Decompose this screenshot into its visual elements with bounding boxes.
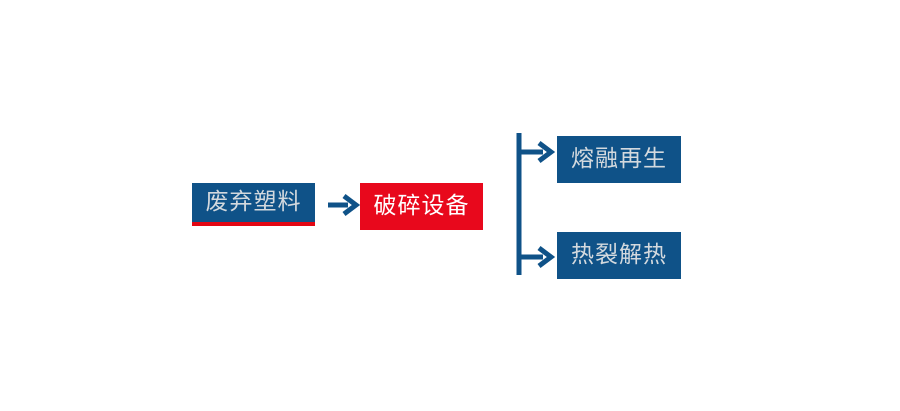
- node-crushing-equipment[interactable]: 破碎设备: [360, 183, 483, 230]
- branch-split-arrow-icon: [516, 133, 556, 275]
- node-pyrolysis[interactable]: 热裂解热: [557, 232, 681, 279]
- node-melt-regeneration[interactable]: 熔融再生: [557, 136, 681, 183]
- node-pyrolysis-label: 热裂解热: [571, 242, 667, 268]
- arrow-right-icon: [328, 194, 361, 216]
- node-waste-plastic-label: 废弃塑料: [205, 189, 302, 215]
- node-waste-plastic[interactable]: 废弃塑料: [192, 183, 315, 226]
- node-melt-regeneration-label: 熔融再生: [571, 146, 667, 172]
- node-crushing-equipment-label: 破碎设备: [373, 193, 470, 219]
